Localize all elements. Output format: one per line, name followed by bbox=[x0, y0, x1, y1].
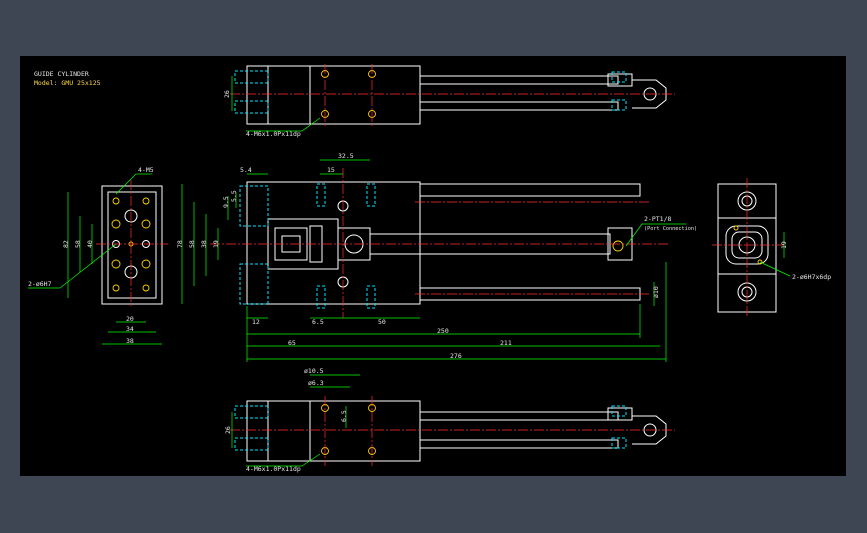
dim-38-left: 38 bbox=[200, 240, 208, 248]
dim-5-5: 5.5 bbox=[230, 190, 238, 202]
dim-6-5: 6.5 bbox=[312, 318, 324, 326]
top-holes-callout: 4-M6x1.0Px11dp bbox=[246, 130, 301, 138]
end-m5-callout: 4-M5 bbox=[138, 166, 154, 174]
dim-40: 40 bbox=[86, 240, 94, 248]
dim-19-right: 19 bbox=[780, 241, 788, 249]
dim-32-5: 32.5 bbox=[338, 152, 354, 160]
dim-65: 65 bbox=[288, 339, 296, 347]
drawing-canvas: GUIDE CYLINDER Model: GMU 25x125 26 4-M6… bbox=[20, 56, 846, 476]
dim-38-end: 38 bbox=[126, 337, 134, 345]
dim-10-5: ø10.5 bbox=[304, 367, 324, 375]
cad-drawing: GUIDE CYLINDER Model: GMU 25x125 26 4-M6… bbox=[28, 64, 831, 473]
bottom-holes-callout: 4-M6x1.0Px11dp bbox=[246, 465, 301, 473]
dim-26-top: 26 bbox=[223, 90, 231, 98]
dim-6-5-vert: 6.5 bbox=[340, 410, 348, 422]
dim-6-3: ø6.3 bbox=[308, 379, 324, 387]
dim-5-4: 5.4 bbox=[240, 166, 252, 174]
dim-276: 276 bbox=[450, 352, 462, 360]
dim-15: 15 bbox=[327, 166, 335, 174]
dim-50: 50 bbox=[378, 318, 386, 326]
dim-82: 82 bbox=[62, 240, 70, 248]
title-line-1: GUIDE CYLINDER bbox=[34, 70, 89, 78]
left-end-view: 82 58 40 20 34 38 4-M5 2-ø6H7 bbox=[28, 166, 168, 345]
front-view: 78 58 38 19 9.5 5.5 32.5 15 5.4 12 6.5 5… bbox=[176, 152, 697, 362]
port-note: (Port Connection) bbox=[644, 226, 697, 232]
title-line-2: Model: GMU 25x125 bbox=[34, 79, 101, 87]
bottom-view: 26 ø10.5 ø6.3 6.5 4-M6x1.0Px11dp bbox=[224, 367, 675, 473]
end-pin-callout: 2-ø6H7 bbox=[28, 280, 52, 288]
dim-250: 250 bbox=[437, 327, 449, 335]
dim-78: 78 bbox=[176, 240, 184, 248]
dim-211: 211 bbox=[500, 339, 512, 347]
dim-20: 20 bbox=[126, 315, 134, 323]
dim-26-bottom: 26 bbox=[224, 426, 232, 434]
dim-12: 12 bbox=[252, 318, 260, 326]
top-view: 26 4-M6x1.0Px11dp bbox=[223, 64, 675, 138]
right-end-view: 19 2-ø6H7x6dp bbox=[712, 178, 831, 318]
dim-58-end: 58 bbox=[74, 240, 82, 248]
port-callout: 2-PT1/8 bbox=[644, 215, 671, 223]
dim-58: 58 bbox=[188, 240, 196, 248]
dim-34: 34 bbox=[126, 325, 134, 333]
right-pin-callout: 2-ø6H7x6dp bbox=[792, 273, 831, 281]
dim-rod-dia: ø10 bbox=[652, 286, 660, 298]
dim-9-5: 9.5 bbox=[222, 196, 230, 208]
dim-19: 19 bbox=[212, 240, 220, 248]
